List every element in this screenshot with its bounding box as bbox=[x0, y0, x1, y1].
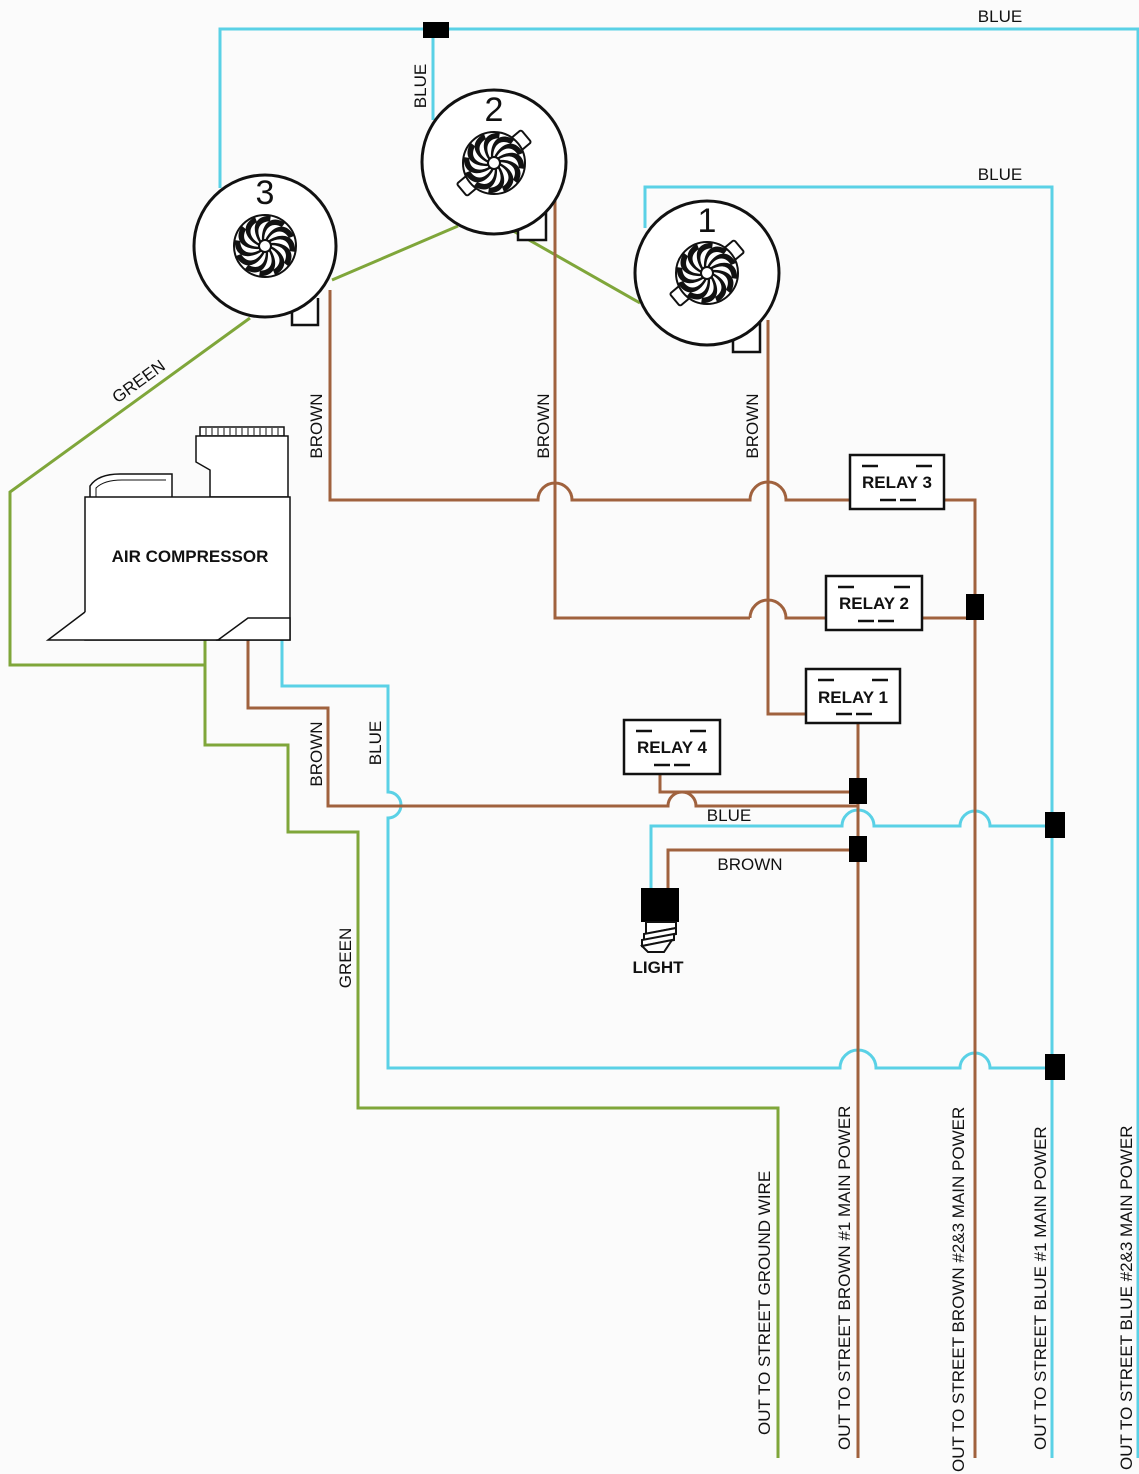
relay-2: RELAY 2 bbox=[824, 574, 924, 632]
fan-3: 3 bbox=[192, 173, 338, 327]
air-compressor-label: AIR COMPRESSOR bbox=[112, 547, 269, 566]
blue-wire-top-loop bbox=[218, 27, 1139, 1458]
relay-box bbox=[848, 453, 946, 511]
wire-label-blue: BLUE bbox=[707, 806, 751, 825]
relay-label: RELAY 3 bbox=[862, 473, 932, 492]
wire-label-brown: BROWN bbox=[307, 721, 326, 786]
air-compressor-icon bbox=[45, 426, 291, 641]
output-label-blue-2-3: OUT TO STREET BLUE #2&3 MAIN POWER bbox=[1117, 1126, 1136, 1471]
junction-node bbox=[849, 836, 867, 862]
brown-wire-fan2-relay2-hop bbox=[748, 598, 826, 620]
relay-contacts bbox=[838, 585, 910, 623]
wire-label-blue: BLUE bbox=[411, 64, 430, 108]
junction-node bbox=[1045, 1054, 1065, 1080]
relay-label: RELAY 2 bbox=[839, 594, 909, 613]
fan-1: 1 bbox=[633, 199, 781, 354]
fan-number: 3 bbox=[256, 174, 275, 212]
relay-4: RELAY 4 bbox=[622, 718, 722, 776]
light: LIGHT bbox=[633, 888, 685, 977]
light-bulb-icon bbox=[639, 888, 679, 953]
relay-label: RELAY 4 bbox=[637, 738, 707, 757]
junction-node bbox=[1045, 812, 1065, 838]
relay-contacts bbox=[862, 464, 932, 502]
fan-2: 2 bbox=[420, 88, 568, 242]
relay-box bbox=[824, 574, 924, 632]
blue-wire-light-loop bbox=[649, 808, 1055, 890]
junction-node bbox=[849, 778, 867, 804]
green-wires bbox=[8, 224, 780, 1458]
wire-label-brown: BROWN bbox=[743, 393, 762, 458]
wire-label-brown: BROWN bbox=[534, 393, 553, 458]
air-compressor: AIR COMPRESSOR bbox=[45, 426, 291, 641]
relay-1: RELAY 1 bbox=[804, 667, 902, 725]
brown-wire-fan2-relay2 bbox=[553, 195, 750, 620]
wire-label-blue: BLUE bbox=[978, 7, 1022, 26]
relay-contacts bbox=[636, 729, 706, 767]
wire-label-green: GREEN bbox=[336, 928, 355, 988]
green-wire-ground-out bbox=[203, 640, 780, 1458]
output-label-blue-1: OUT TO STREET BLUE #1 MAIN POWER bbox=[1031, 1126, 1050, 1450]
brown-wires bbox=[246, 195, 977, 1458]
output-label-brown-2-3: OUT TO STREET BROWN #2&3 MAIN POWER bbox=[949, 1107, 968, 1472]
brown-wire-fan3-relay3 bbox=[328, 290, 850, 502]
wire-label-blue: BLUE bbox=[366, 721, 385, 765]
green-wire-fan-chain bbox=[8, 316, 251, 667]
relay-contacts bbox=[818, 678, 888, 716]
wire-label-brown: BROWN bbox=[307, 393, 326, 458]
brown-wire-light-feed bbox=[666, 848, 858, 890]
green-wire-fan3-fan2 bbox=[331, 224, 459, 282]
output-label-brown-1: OUT TO STREET BROWN #1 MAIN POWER bbox=[835, 1106, 854, 1450]
wire-label-brown: BROWN bbox=[717, 855, 782, 874]
light-label: LIGHT bbox=[633, 958, 685, 977]
fan-number: 1 bbox=[698, 202, 717, 240]
junction-node bbox=[423, 22, 449, 38]
junction-nodes bbox=[423, 22, 1065, 1080]
fan-number: 2 bbox=[485, 91, 504, 129]
junction-node bbox=[966, 594, 984, 620]
output-label-ground: OUT TO STREET GROUND WIRE bbox=[755, 1171, 774, 1435]
relay-box bbox=[804, 667, 902, 725]
relay-box bbox=[622, 718, 722, 776]
brown-wire-relay3-main bbox=[944, 498, 977, 1458]
relay-label: RELAY 1 bbox=[818, 688, 888, 707]
relay-3: RELAY 3 bbox=[848, 453, 946, 511]
wire-label-blue: BLUE bbox=[978, 165, 1022, 184]
brown-wire-fan1-relay1 bbox=[766, 320, 806, 716]
